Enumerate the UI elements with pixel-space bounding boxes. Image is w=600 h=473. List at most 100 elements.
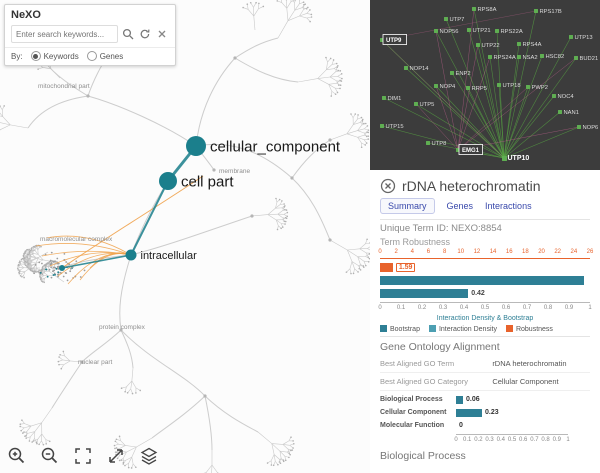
robustness-bars: 1.59 0.42 [380, 263, 590, 298]
details-tabs: Summary Genes Interactions [380, 198, 590, 214]
network-node-nop6[interactable]: NOP6 [577, 125, 598, 131]
svg-text:RPS8A: RPS8A [478, 7, 497, 13]
network-node-utp10[interactable]: UTP10 [502, 155, 529, 162]
density-axis-line [380, 302, 590, 303]
legend-item: Bootstrap [380, 325, 420, 333]
svg-text:UTP21: UTP21 [473, 28, 491, 34]
network-node-rps8a[interactable]: RPS8A [472, 7, 497, 13]
network-node-nop4[interactable]: NOP4 [434, 84, 456, 90]
layers-button[interactable] [138, 445, 160, 467]
svg-text:RPS4A: RPS4A [523, 42, 542, 48]
chart-bar-robustness: 1.59 [380, 263, 590, 272]
svg-text:UTP13: UTP13 [575, 35, 593, 41]
tab-summary[interactable]: Summary [380, 198, 435, 214]
search-input[interactable] [11, 25, 118, 43]
network-node-utp9[interactable]: UTP9 [380, 34, 408, 45]
svg-text:UTP9: UTP9 [386, 38, 402, 44]
radio-keywords[interactable]: Keywords [30, 51, 79, 61]
svg-text:NOP56: NOP56 [440, 29, 459, 35]
network-node-utp15[interactable]: UTP15 [380, 124, 404, 130]
network-node-utp21[interactable]: UTP21 [467, 28, 491, 34]
tree-node-cell-part[interactable]: cell part [159, 172, 234, 190]
legend-item: Interaction Density [428, 325, 497, 333]
svg-text:BUD21: BUD21 [580, 56, 599, 62]
network-node-rps17b[interactable]: RPS17B [534, 9, 562, 15]
network-node-nsa2[interactable]: NSA2 [517, 55, 538, 61]
tab-genes[interactable]: Genes [446, 201, 474, 211]
network-node-nop14[interactable]: NOP14 [404, 66, 429, 72]
svg-text:UTP7: UTP7 [450, 17, 465, 23]
network-node-emg1[interactable]: EMG1 [456, 144, 484, 155]
svg-text:intracellular: intracellular [141, 250, 198, 262]
network-node-rrp5[interactable]: RRP5 [466, 86, 487, 92]
term-title: rDNA heterochromatin [402, 178, 541, 194]
svg-text:PWP2: PWP2 [532, 85, 548, 91]
network-node-rps4a[interactable]: RPS4A [517, 42, 542, 48]
network-node-hsc82[interactable]: HSC82 [540, 54, 564, 60]
network-node-dim1[interactable]: DIM1 [382, 96, 401, 102]
close-icon[interactable] [380, 178, 396, 194]
zoom-in-button[interactable] [6, 445, 28, 467]
svg-text:RPS24A: RPS24A [494, 55, 516, 61]
svg-text:ENP2: ENP2 [456, 71, 471, 77]
tab-interactions[interactable]: Interactions [485, 201, 532, 211]
go-alignment-heading: Gene Ontology Alignment [380, 341, 500, 353]
network-node-rps22a[interactable]: RPS22A [495, 29, 523, 35]
robustness-axis-line [380, 258, 590, 259]
network-node-utp13[interactable]: UTP13 [569, 35, 593, 41]
svg-text:UTP5: UTP5 [420, 102, 435, 108]
robustness-chart-title: Term Robustness [380, 237, 451, 247]
tree-term-label[interactable]: nuclear part [78, 359, 113, 366]
svg-text:UTP10: UTP10 [508, 155, 530, 162]
tree-term-label[interactable]: mitochondrial part [38, 83, 90, 90]
tree-term-label[interactable]: protein complex [99, 324, 146, 331]
network-node-nop56[interactable]: NOP56 [434, 29, 459, 35]
chart-bar-interaction-density: 0.42 [380, 289, 590, 298]
svg-text:RPS22A: RPS22A [501, 29, 523, 35]
network-node-noc4[interactable]: NOC4 [552, 94, 574, 100]
svg-text:NSA2: NSA2 [523, 55, 538, 61]
svg-text:HSC82: HSC82 [546, 54, 565, 60]
network-node-bud21[interactable]: BUD21 [574, 56, 598, 62]
tree-controls [6, 445, 160, 467]
fullscreen-button[interactable] [72, 445, 94, 467]
network-node-utp7[interactable]: UTP7 [444, 17, 464, 23]
network-node-utp5[interactable]: UTP5 [414, 102, 434, 108]
zoom-out-button[interactable] [39, 445, 61, 467]
network-node-nan1[interactable]: NAN1 [558, 110, 579, 116]
network-node-utp18[interactable]: UTP18 [497, 83, 521, 89]
network-node-utp22[interactable]: UTP22 [476, 43, 500, 49]
tree-node-intracellular[interactable]: intracellular [125, 249, 198, 262]
radio-keywords-control[interactable] [30, 51, 41, 61]
svg-text:DIM1: DIM1 [388, 96, 402, 102]
search-mode-row: By: Keywords Genes [5, 47, 175, 65]
network-node-pwp2[interactable]: PWP2 [526, 85, 548, 91]
radio-genes[interactable]: Genes [86, 51, 123, 61]
network-edges [381, 8, 580, 159]
network-node-utp8[interactable]: UTP8 [426, 141, 446, 147]
radio-genes-control[interactable] [86, 51, 97, 61]
reset-icon[interactable] [138, 27, 152, 41]
tree-term-label[interactable]: macromolecular complex [40, 236, 113, 243]
network-node-enp2[interactable]: ENP2 [450, 71, 471, 77]
alignment-row: Best Aligned GO Category Cellular Compon… [380, 373, 590, 391]
tree-term-label[interactable]: membrane [219, 168, 250, 175]
network-node-rps24a[interactable]: RPS24A [488, 55, 516, 61]
fit-arrows-button[interactable] [105, 445, 127, 467]
clear-search-icon[interactable] [155, 27, 169, 41]
svg-text:UTP18: UTP18 [503, 83, 521, 89]
tree-node-cellular-component[interactable]: cellular_component [186, 136, 341, 156]
legend-item: Robustness [505, 325, 553, 333]
chart-bar-bootstrap [380, 276, 590, 285]
search-icon[interactable] [121, 27, 135, 41]
